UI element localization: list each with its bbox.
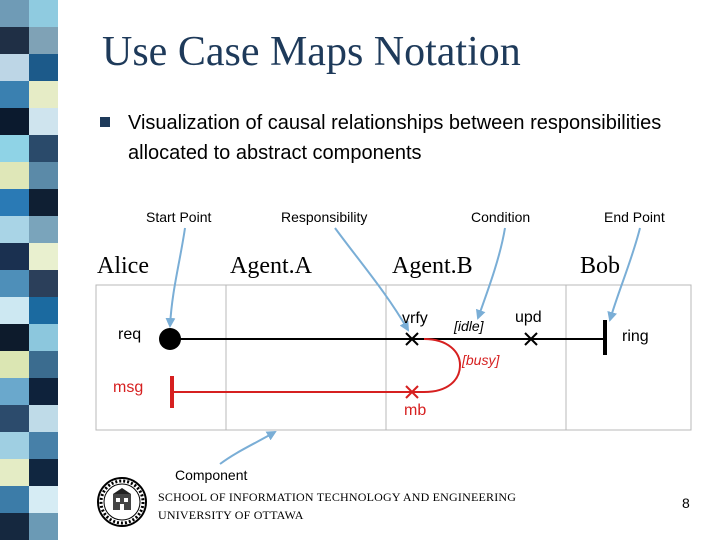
component-box-bob bbox=[565, 284, 692, 431]
responsibility-mb-cross bbox=[405, 385, 419, 399]
component-name-bob: Bob bbox=[580, 253, 621, 279]
responsibility-arrow bbox=[334, 227, 410, 332]
component-name-agent-b: Agent.B bbox=[392, 253, 473, 279]
start-point-marker bbox=[159, 328, 181, 350]
end-point-label: End Point bbox=[604, 209, 665, 225]
condition-arrow bbox=[475, 227, 506, 320]
start-point-arrow bbox=[165, 227, 186, 328]
footer-institution: SCHOOL OF INFORMATION TECHNOLOGY AND ENG… bbox=[158, 488, 516, 524]
bullet-marker bbox=[100, 117, 110, 127]
busy-condition-label: [busy] bbox=[462, 352, 500, 368]
component-arrow bbox=[219, 431, 277, 465]
msg-label: msg bbox=[113, 379, 144, 396]
bullet-text: Visualization of causal relationships be… bbox=[128, 112, 662, 164]
busy-branch-path bbox=[172, 338, 462, 393]
responsibility-label: Responsibility bbox=[281, 209, 368, 225]
end-point-arrow bbox=[607, 227, 641, 322]
mb-label: mb bbox=[404, 402, 427, 419]
component-name-agent-a: Agent.A bbox=[230, 253, 312, 279]
ring-label: ring bbox=[622, 328, 649, 345]
component-name-alice: Alice bbox=[97, 253, 149, 279]
req-label: req bbox=[118, 326, 142, 343]
start-point-label: Start Point bbox=[146, 209, 212, 225]
idle-condition-label: [idle] bbox=[454, 318, 484, 334]
vrfy-label: vrfy bbox=[402, 310, 428, 327]
footer-university: UNIVERSITY OF OTTAWA bbox=[158, 508, 304, 522]
responsibility-upd-cross bbox=[524, 332, 538, 346]
responsibility-vrfy-cross bbox=[405, 332, 419, 346]
footer-school: SCHOOL OF INFORMATION TECHNOLOGY AND ENG… bbox=[158, 490, 517, 504]
decorative-side-strip bbox=[0, 0, 58, 540]
component-box-agent-a bbox=[225, 284, 387, 431]
component-box-alice bbox=[95, 284, 227, 431]
upd-label: upd bbox=[515, 309, 542, 326]
page-number: 8 bbox=[682, 495, 690, 511]
component-label: Component bbox=[175, 467, 248, 483]
university-seal-logo bbox=[97, 477, 147, 527]
slide-title: Use Case Maps Notation bbox=[102, 29, 521, 75]
condition-label: Condition bbox=[471, 209, 531, 225]
